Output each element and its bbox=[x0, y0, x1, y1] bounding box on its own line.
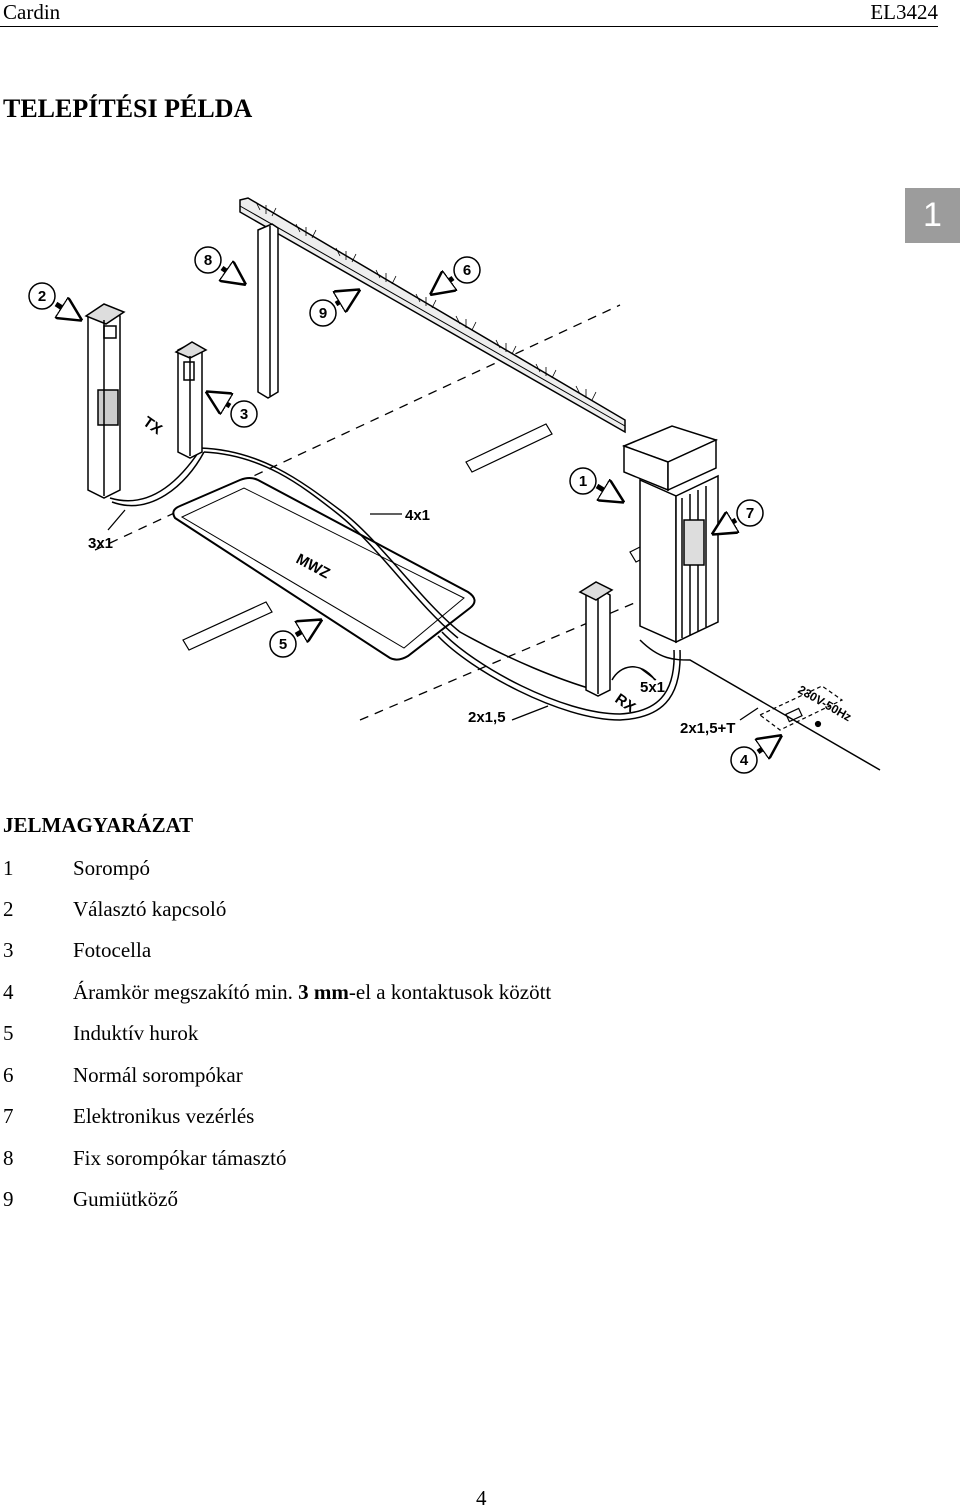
key-selector-post bbox=[84, 303, 126, 499]
cable-3x1: 3x1 bbox=[88, 535, 113, 552]
legend-title: JELMAGYARÁZAT bbox=[3, 813, 194, 837]
callout-6: 6 bbox=[434, 256, 481, 292]
svg-text:9: 9 bbox=[319, 305, 327, 322]
cable-5x1: 5x1 bbox=[640, 679, 665, 696]
header-left: Cardin bbox=[3, 0, 61, 24]
barrier-arm bbox=[239, 197, 626, 434]
callout-2: 2 bbox=[28, 282, 78, 318]
induction-loop bbox=[172, 477, 476, 661]
header-right: EL3424 bbox=[870, 0, 938, 24]
header-rule bbox=[0, 26, 938, 27]
callout-5: 5 bbox=[269, 622, 318, 658]
barrier-housing bbox=[621, 425, 719, 644]
svg-text:3: 3 bbox=[240, 406, 248, 423]
emphasis-3mm: 3 mm bbox=[298, 980, 349, 1004]
cable-2x1-5-t: 2x1,5+T bbox=[680, 720, 735, 737]
power-box bbox=[758, 685, 844, 731]
boom-support bbox=[257, 223, 279, 399]
cable-leaders bbox=[107, 509, 759, 721]
cable-4x1: 4x1 bbox=[405, 507, 430, 524]
cables bbox=[109, 447, 881, 771]
cable-2x1-5: 2x1,5 bbox=[468, 709, 506, 726]
page-number: 4 bbox=[476, 1486, 487, 1510]
tx-photocell-post bbox=[174, 341, 208, 459]
callout-7: 7 bbox=[716, 499, 764, 532]
svg-text:8: 8 bbox=[204, 252, 212, 269]
svg-text:4: 4 bbox=[740, 752, 749, 769]
section-tab: 1 bbox=[905, 188, 960, 243]
installation-diagram: MWZ bbox=[28, 197, 881, 774]
svg-text:1: 1 bbox=[579, 473, 587, 490]
svg-text:6: 6 bbox=[463, 262, 471, 279]
svg-text:7: 7 bbox=[746, 505, 754, 522]
rx-photocell-post bbox=[578, 581, 614, 697]
callout-4: 4 bbox=[730, 738, 778, 774]
callout-8: 8 bbox=[194, 246, 242, 282]
rubber-bristles bbox=[255, 201, 597, 401]
callout-1: 1 bbox=[569, 467, 620, 500]
tx-label: TX bbox=[140, 413, 165, 438]
page-title: TELEPÍTÉSI PÉLDA bbox=[3, 94, 253, 123]
callout-3: 3 bbox=[210, 394, 258, 428]
svg-text:2: 2 bbox=[38, 288, 46, 305]
svg-text:5: 5 bbox=[279, 636, 287, 653]
callout-9: 9 bbox=[309, 292, 356, 327]
